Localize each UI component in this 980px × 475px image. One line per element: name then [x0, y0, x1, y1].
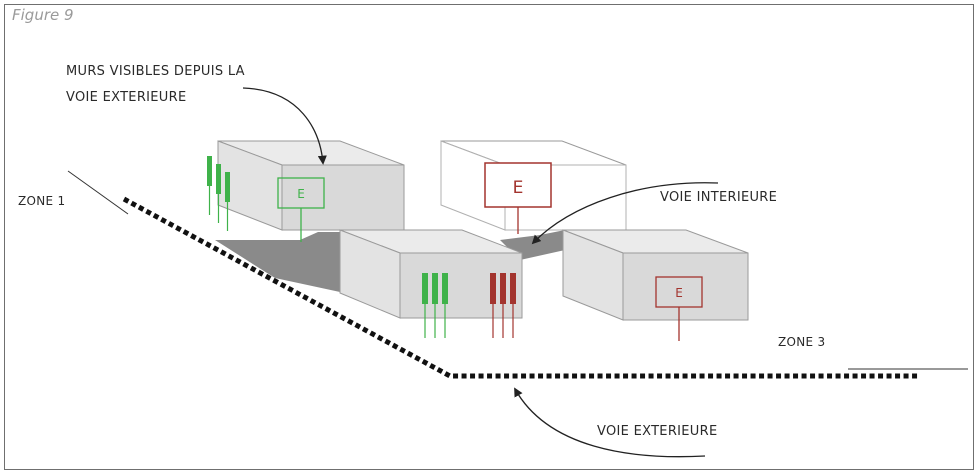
green-meters-front: [422, 273, 448, 338]
green-meters-left: [207, 156, 230, 231]
arrow-murs-visibles: [242, 87, 327, 165]
label-zone1: ZONE 1: [18, 194, 66, 208]
red-e-label-small: E: [675, 286, 683, 300]
ground-shadow: [215, 232, 340, 292]
label-voie-exterieure: VOIE EXTERIEURE: [597, 424, 718, 439]
red-meters-front: [490, 273, 516, 338]
red-e-label-large: E: [513, 178, 524, 198]
zone1-line: [67, 170, 129, 215]
arrow-voie-interieure: [531, 182, 719, 245]
box-front-left-side: [339, 229, 401, 319]
label-murs-line1: MURS VISIBLES DEPUIS LA: [66, 64, 245, 79]
arrow-voie-exterieure: [514, 387, 706, 458]
voie-exterieure-path: [122, 196, 920, 379]
figure-label: Figure 9: [12, 6, 74, 24]
label-voie-interieure: VOIE INTERIEURE: [660, 190, 778, 205]
label-murs-line2: VOIE EXTERIEURE: [66, 90, 187, 105]
figure-frame: [4, 4, 974, 470]
red-e-sign-large: [484, 162, 552, 208]
box-front-right-side: [562, 229, 624, 321]
box-front-right-front: [622, 252, 749, 321]
green-e-label: E: [297, 187, 305, 201]
label-zone3: ZONE 3: [778, 335, 826, 349]
label-murs-visibles: MURS VISIBLES DEPUIS LA VOIE EXTERIEURE: [66, 59, 245, 111]
